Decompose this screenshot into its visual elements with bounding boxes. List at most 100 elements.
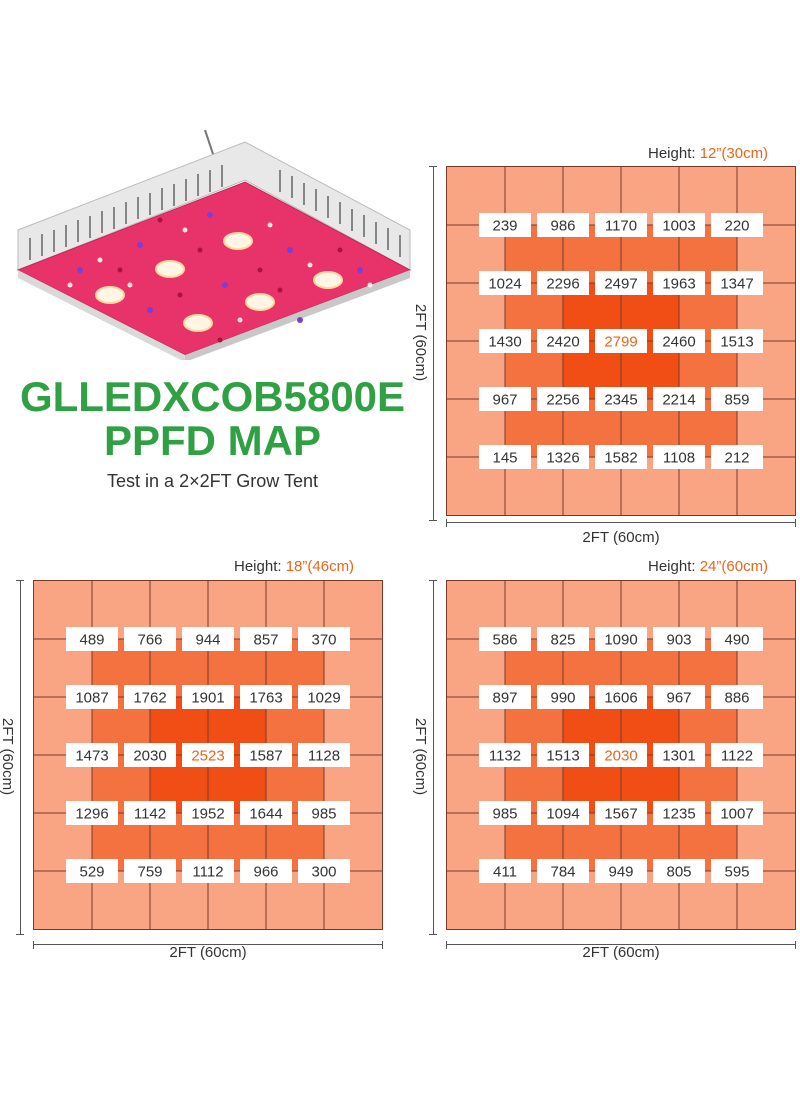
ppfd-value: 1087 xyxy=(75,690,108,707)
side-dimension-line xyxy=(429,580,442,935)
ppfd-value: 1473 xyxy=(75,748,108,765)
ppfd-value: 897 xyxy=(492,690,517,707)
ppfd-value: 985 xyxy=(311,806,336,823)
ppfd-value-box xyxy=(711,387,763,411)
ppfd-value: 1587 xyxy=(249,748,282,765)
ppfd-value: 2460 xyxy=(662,334,695,351)
ppfd-value: 859 xyxy=(724,392,749,409)
ppfd-value-box xyxy=(182,685,234,709)
ppfd-value-box xyxy=(66,859,118,883)
ppfd-value-box xyxy=(182,801,234,825)
ppfd-value: 1170 xyxy=(605,218,637,235)
ppfd-value: 586 xyxy=(492,632,517,649)
ppfd-value: 212 xyxy=(724,450,749,467)
bottom-dimension-line xyxy=(446,514,796,527)
ppfd-value-box xyxy=(479,213,531,237)
ppfd-value: 966 xyxy=(253,864,278,881)
ppfd-value: 411 xyxy=(493,864,517,881)
ppfd-value: 986 xyxy=(550,218,575,235)
ppfd-value: 2345 xyxy=(604,392,637,409)
ppfd-value-box xyxy=(653,627,705,651)
ppfd-value: 1513 xyxy=(720,334,753,351)
ppfd-value-box xyxy=(711,685,763,709)
ppfd-value: 1024 xyxy=(488,276,521,293)
ppfd-value: 489 xyxy=(79,632,104,649)
ppfd-value-box xyxy=(124,685,176,709)
ppfd-value: 2030 xyxy=(133,748,166,765)
side-dimension-label: 2FT (60cm) xyxy=(412,303,430,382)
ppfd-value-box xyxy=(595,627,647,651)
ppfd-value-box xyxy=(537,801,589,825)
ppfd-value-box xyxy=(537,859,589,883)
ppfd-value: 2030 xyxy=(604,748,637,765)
ppfd-value-box xyxy=(479,685,531,709)
ppfd-value: 949 xyxy=(608,864,633,881)
ppfd-value: 2523 xyxy=(191,748,224,765)
ppfd-value-box xyxy=(298,743,350,767)
ppfd-value: 595 xyxy=(724,864,749,881)
height-label: Height: 18”(46cm) xyxy=(234,558,355,575)
ppfd-value-box xyxy=(653,859,705,883)
ppfd-value-box xyxy=(298,627,350,651)
ppfd-value-box xyxy=(595,387,647,411)
ppfd-value-box xyxy=(653,445,705,469)
ppfd-value-box xyxy=(298,801,350,825)
ppfd-value-box xyxy=(711,859,763,883)
test-description: Test in a 2×2FT Grow Tent xyxy=(107,471,318,491)
height-label: Height: 24”(60cm) xyxy=(648,558,769,575)
ppfd-value-box xyxy=(240,801,292,825)
ppfd-value: 2256 xyxy=(546,392,579,409)
ppfd-value-box xyxy=(595,445,647,469)
ppfd-value: 1029 xyxy=(307,690,340,707)
ppfd-value: 990 xyxy=(550,690,575,707)
ppfd-value: 300 xyxy=(311,864,336,881)
ppfd-value: 1090 xyxy=(604,632,637,649)
ppfd-value-box xyxy=(711,743,763,767)
side-dimension-line xyxy=(16,580,29,935)
ppfd-value: 1326 xyxy=(546,450,579,467)
side-dimension-label: 2FT (60cm) xyxy=(412,717,430,796)
ppfd-value-box xyxy=(595,329,647,353)
ppfd-value-box xyxy=(240,627,292,651)
ppfd-value-box xyxy=(124,859,176,883)
ppfd-value-box xyxy=(479,387,531,411)
ppfd-value-box xyxy=(240,743,292,767)
grow-light-product-image xyxy=(10,120,415,360)
ppfd-value: 529 xyxy=(79,864,104,881)
ppfd-value-box xyxy=(711,627,763,651)
ppfd-value-box xyxy=(124,627,176,651)
ppfd-value: 1644 xyxy=(249,806,282,823)
ppfd-value-box xyxy=(182,743,234,767)
product-model-title: GLLEDXCOB5800E xyxy=(19,373,406,420)
ppfd-value: 1132 xyxy=(489,748,521,765)
ppfd-value-box xyxy=(595,743,647,767)
ppfd-value: 2420 xyxy=(546,334,579,351)
ppfd-value: 2214 xyxy=(662,392,695,409)
ppfd-value: 145 xyxy=(492,450,517,467)
ppfd-value-box xyxy=(240,859,292,883)
ppfd-value: 766 xyxy=(137,632,162,649)
ppfd-value-box xyxy=(595,213,647,237)
bottom-dimension-label: 2FT (60cm) xyxy=(582,944,660,961)
ppfd-value-box xyxy=(66,743,118,767)
ppfd-value-box xyxy=(537,685,589,709)
ppfd-value: 784 xyxy=(550,864,575,881)
led-grow-light-illustration xyxy=(16,129,412,360)
ppfd-value-box xyxy=(479,329,531,353)
ppfd-value: 1952 xyxy=(191,806,224,823)
ppfd-value: 903 xyxy=(666,632,691,649)
ppfd-value-box xyxy=(653,387,705,411)
ppfd-value-box xyxy=(479,271,531,295)
side-dimension-label: 2FT (60cm) xyxy=(0,717,17,796)
ppfd-value: 1567 xyxy=(604,806,637,823)
ppfd-value: 1142 xyxy=(134,806,166,823)
ppfd-value-box xyxy=(537,213,589,237)
ppfd-map-title: PPFD MAP xyxy=(103,417,321,464)
ppfd-value: 1007 xyxy=(720,806,753,823)
bottom-dimension-label: 2FT (60cm) xyxy=(169,944,247,961)
ppfd-value: 1235 xyxy=(662,806,695,823)
ppfd-value: 220 xyxy=(724,218,749,235)
